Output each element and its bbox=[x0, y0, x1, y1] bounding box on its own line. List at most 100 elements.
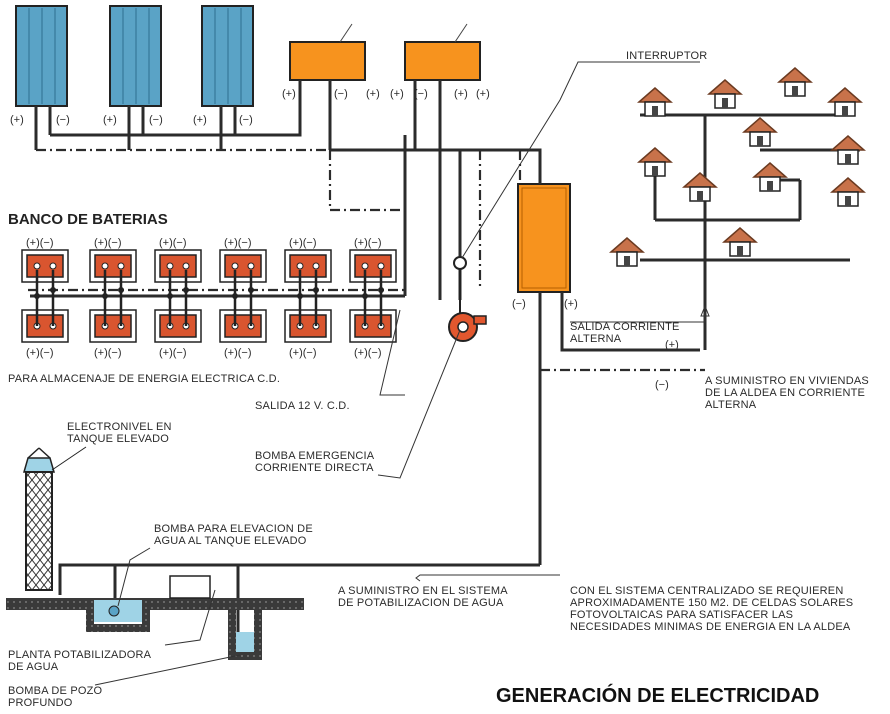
battery bbox=[154, 309, 202, 343]
inverter bbox=[517, 183, 571, 293]
battery bbox=[349, 309, 397, 343]
svg-text:APROXIMADAMENTE 150 M2. DE CEL: APROXIMADAMENTE 150 M2. DE CELDAS SOLARE… bbox=[570, 597, 853, 609]
svg-text:(+): (+) bbox=[454, 88, 468, 100]
battery bbox=[89, 249, 137, 283]
wiring bbox=[30, 80, 860, 632]
battery bbox=[349, 249, 397, 283]
village-supply-label: A SUMINISTRO EN VIVIENDAS DE LA ALDEA EN… bbox=[705, 375, 869, 411]
village-huts bbox=[609, 67, 866, 267]
battery-polarity: (+)(−) bbox=[159, 347, 187, 359]
treatment-plant-label: PLANTA POTABILIZADORA DE AGUA bbox=[8, 649, 152, 673]
battery-polarity: (+)(−) bbox=[354, 347, 382, 359]
svg-text:DE POTABILIZACION DE AGUA: DE POTABILIZACION DE AGUA bbox=[338, 597, 504, 609]
svg-text:BOMBA DE POZO: BOMBA DE POZO bbox=[8, 685, 103, 697]
controller-2 bbox=[404, 41, 481, 81]
svg-text:BOMBA EMERGENCIA: BOMBA EMERGENCIA bbox=[255, 450, 375, 462]
svg-text:(−): (−) bbox=[414, 88, 428, 100]
polarity-labels: (+) (−) (+) (−) (+) (−) (+) (−) (+) (+) … bbox=[10, 88, 679, 391]
svg-text:(−): (−) bbox=[239, 114, 253, 126]
svg-text:ELECTRONIVEL EN: ELECTRONIVEL EN bbox=[67, 421, 172, 433]
emergency-pump bbox=[448, 256, 487, 342]
battery bbox=[284, 309, 332, 343]
hut-icon bbox=[752, 162, 788, 192]
battery-bank-title: BANCO DE BATERIAS bbox=[8, 211, 168, 228]
hut-icon bbox=[830, 177, 866, 207]
hut-icon bbox=[830, 135, 866, 165]
dc-output-label: SALIDA 12 V. C.D. bbox=[255, 400, 350, 412]
ground bbox=[6, 575, 304, 660]
battery bbox=[21, 309, 69, 343]
interruptor-label: INTERRUPTOR bbox=[626, 50, 707, 62]
charge-controllers bbox=[289, 23, 481, 81]
hut-icon bbox=[707, 79, 743, 109]
deep-well-pump-label: BOMBA DE POZO PROFUNDO bbox=[8, 685, 103, 709]
svg-text:(+): (+) bbox=[390, 88, 404, 100]
svg-text:SALIDA CORRIENTE: SALIDA CORRIENTE bbox=[570, 321, 680, 333]
battery-polarity: (+)(−) bbox=[289, 237, 317, 249]
svg-text:(+): (+) bbox=[665, 339, 679, 351]
svg-text:FOTOVOLTAICAS PARA SATISFACER: FOTOVOLTAICAS PARA SATISFACER LAS bbox=[570, 609, 793, 621]
svg-text:(−): (−) bbox=[56, 114, 70, 126]
diagram-title: GENERACIÓN DE ELECTRICIDAD bbox=[496, 683, 819, 707]
svg-text:TANQUE ELEVADO: TANQUE ELEVADO bbox=[67, 433, 169, 445]
hut-icon bbox=[722, 227, 758, 257]
water-treatment-plant bbox=[169, 575, 211, 599]
svg-text:ALTERNA: ALTERNA bbox=[705, 399, 757, 411]
battery bbox=[21, 249, 69, 283]
svg-text:NECESIDADES MINIMAS DE ENERGIA: NECESIDADES MINIMAS DE ENERGIA EN LA ALD… bbox=[570, 621, 851, 633]
battery-bank: (+)(−) (+)(−) (+)(−) (+)(−) (+)(−) (+)(−) (+)(… bbox=[21, 237, 397, 359]
svg-text:(−): (−) bbox=[512, 298, 526, 310]
battery-polarity: (+)(−) bbox=[289, 347, 317, 359]
battery-polarity: (+)(−) bbox=[94, 347, 122, 359]
svg-text:(−): (−) bbox=[334, 88, 348, 100]
svg-text:(−): (−) bbox=[149, 114, 163, 126]
hut-icon bbox=[827, 87, 863, 117]
water-tower bbox=[23, 446, 87, 591]
system-note: CON EL SISTEMA CENTRALIZADO SE REQUIEREN… bbox=[570, 585, 853, 633]
svg-text:CORRIENTE DIRECTA: CORRIENTE DIRECTA bbox=[255, 462, 374, 474]
hut-icon bbox=[637, 147, 673, 177]
electronivel-label: ELECTRONIVEL EN TANQUE ELEVADO bbox=[67, 421, 172, 445]
controller-1 bbox=[289, 41, 366, 81]
svg-text:(+): (+) bbox=[564, 298, 578, 310]
emergency-pump-label: BOMBA EMERGENCIA CORRIENTE DIRECTA bbox=[255, 450, 375, 474]
svg-text:(+): (+) bbox=[476, 88, 490, 100]
battery bbox=[89, 309, 137, 343]
solar-panels bbox=[15, 5, 254, 107]
hut-icon bbox=[777, 67, 813, 97]
battery-polarity: (+)(−) bbox=[159, 237, 187, 249]
water-supply-label: A SUMINISTRO EN EL SISTEMA DE POTABILIZA… bbox=[338, 585, 508, 609]
hut-icon bbox=[609, 237, 645, 267]
svg-text:A SUMINISTRO EN VIVIENDAS: A SUMINISTRO EN VIVIENDAS bbox=[705, 375, 869, 387]
battery-polarity: (+)(−) bbox=[94, 237, 122, 249]
svg-text:A SUMINISTRO EN EL SISTEMA: A SUMINISTRO EN EL SISTEMA bbox=[338, 585, 508, 597]
battery-polarity: (+)(−) bbox=[26, 237, 54, 249]
storage-label: PARA ALMACENAJE DE ENERGIA ELECTRICA C.D… bbox=[8, 373, 280, 385]
svg-text:CON EL SISTEMA CENTRALIZADO SE: CON EL SISTEMA CENTRALIZADO SE REQUIEREN bbox=[570, 585, 843, 597]
battery bbox=[154, 249, 202, 283]
svg-text:(+): (+) bbox=[366, 88, 380, 100]
battery bbox=[219, 309, 267, 343]
battery-polarity: (+)(−) bbox=[224, 237, 252, 249]
svg-text:DE LA ALDEA EN CORRIENTE: DE LA ALDEA EN CORRIENTE bbox=[705, 387, 865, 399]
battery-polarity: (+)(−) bbox=[224, 347, 252, 359]
svg-text:PLANTA POTABILIZADORA: PLANTA POTABILIZADORA bbox=[8, 649, 152, 661]
battery-polarity: (+)(−) bbox=[354, 237, 382, 249]
battery-polarity: (+)(−) bbox=[26, 347, 54, 359]
ac-output-label: SALIDA CORRIENTE ALTERNA bbox=[570, 321, 680, 345]
svg-text:AGUA AL TANQUE ELEVADO: AGUA AL TANQUE ELEVADO bbox=[154, 535, 307, 547]
hut-icon bbox=[742, 117, 778, 147]
svg-text:(+): (+) bbox=[282, 88, 296, 100]
battery bbox=[219, 249, 267, 283]
svg-text:(+): (+) bbox=[193, 114, 207, 126]
svg-text:BOMBA PARA ELEVACION DE: BOMBA PARA ELEVACION DE bbox=[154, 523, 313, 535]
svg-text:ALTERNA: ALTERNA bbox=[570, 333, 622, 345]
svg-text:PROFUNDO: PROFUNDO bbox=[8, 697, 73, 709]
svg-text:(+): (+) bbox=[103, 114, 117, 126]
battery bbox=[284, 249, 332, 283]
hut-icon bbox=[682, 172, 718, 202]
lift-pump-label: BOMBA PARA ELEVACION DE AGUA AL TANQUE E… bbox=[154, 523, 313, 547]
hut-icon bbox=[637, 87, 673, 117]
svg-text:(+): (+) bbox=[10, 114, 24, 126]
